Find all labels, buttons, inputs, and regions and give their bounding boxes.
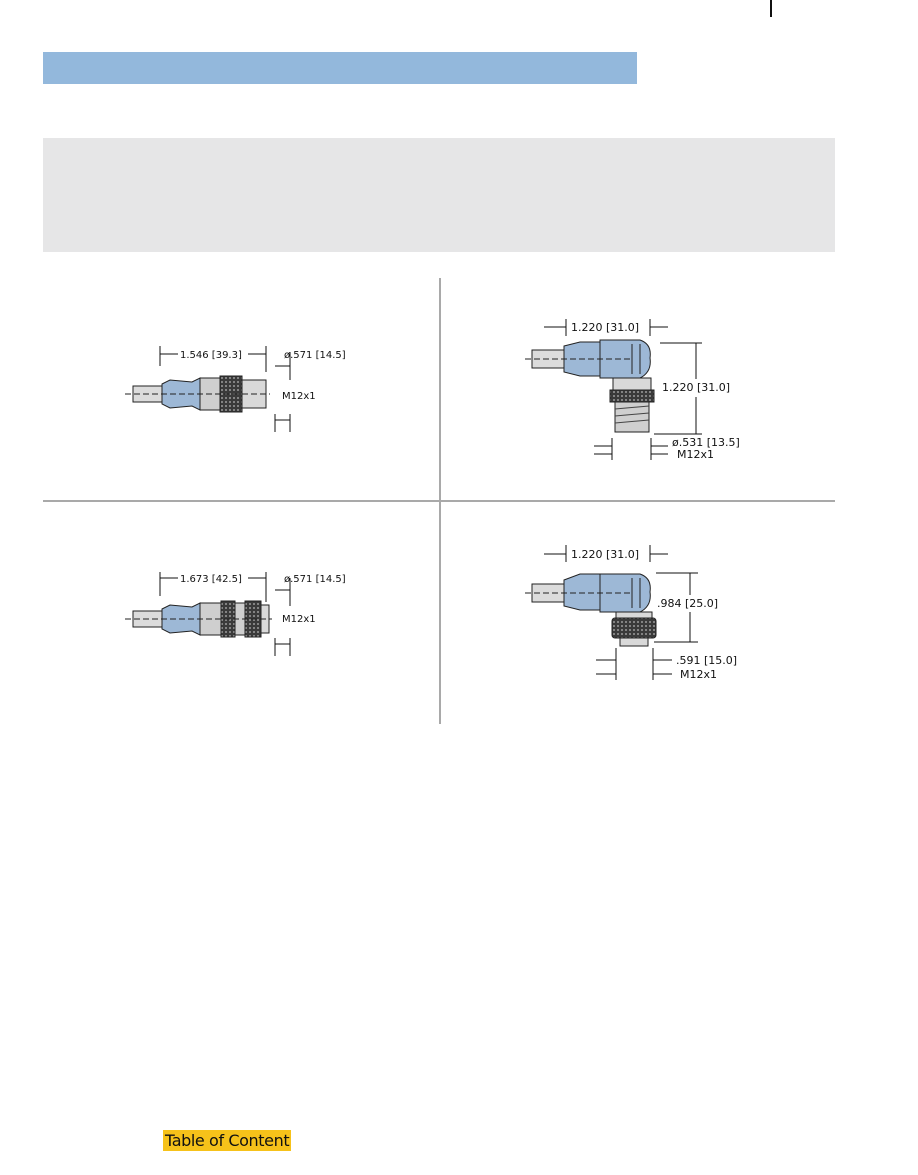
length-dimension: 1.220 [31.0]: [571, 321, 639, 334]
straight-male-connector-drawing: 1.546 [39.3] ø.571 [14.5] M12x1: [120, 336, 370, 446]
height-dimension: .984 [25.0]: [657, 597, 718, 610]
info-box: [43, 138, 835, 252]
header-bar: [43, 52, 637, 84]
diameter-dimension: ø.571 [14.5]: [284, 574, 346, 585]
crop-mark: [770, 0, 772, 17]
length-dimension: 1.673 [42.5]: [180, 574, 242, 585]
right-angle-female-connector-drawing: 1.220 [31.0] .984 [25.0] .591 [15.0] M12…: [520, 540, 770, 690]
horizontal-divider: [43, 500, 835, 502]
diameter-dimension: ø.571 [14.5]: [284, 350, 346, 361]
table-of-content-link[interactable]: Table of Content: [163, 1130, 292, 1151]
length-dimension: 1.546 [39.3]: [180, 350, 242, 361]
thread-label: M12x1: [680, 668, 717, 681]
thread-label: M12x1: [677, 448, 714, 461]
thread-label: M12x1: [282, 391, 316, 402]
thread-label: M12x1: [282, 614, 316, 625]
straight-female-connector-drawing: 1.673 [42.5] ø.571 [14.5] M12x1: [120, 566, 370, 676]
length-dimension: 1.220 [31.0]: [571, 548, 639, 561]
height-dimension: 1.220 [31.0]: [662, 381, 730, 394]
right-angle-male-connector-drawing: 1.220 [31.0] 1.220 [31.0] ø.531 [13.5] M…: [520, 314, 770, 474]
diameter-dimension: ø.531 [13.5]: [672, 436, 740, 449]
diameter-dimension: .591 [15.0]: [676, 654, 737, 667]
